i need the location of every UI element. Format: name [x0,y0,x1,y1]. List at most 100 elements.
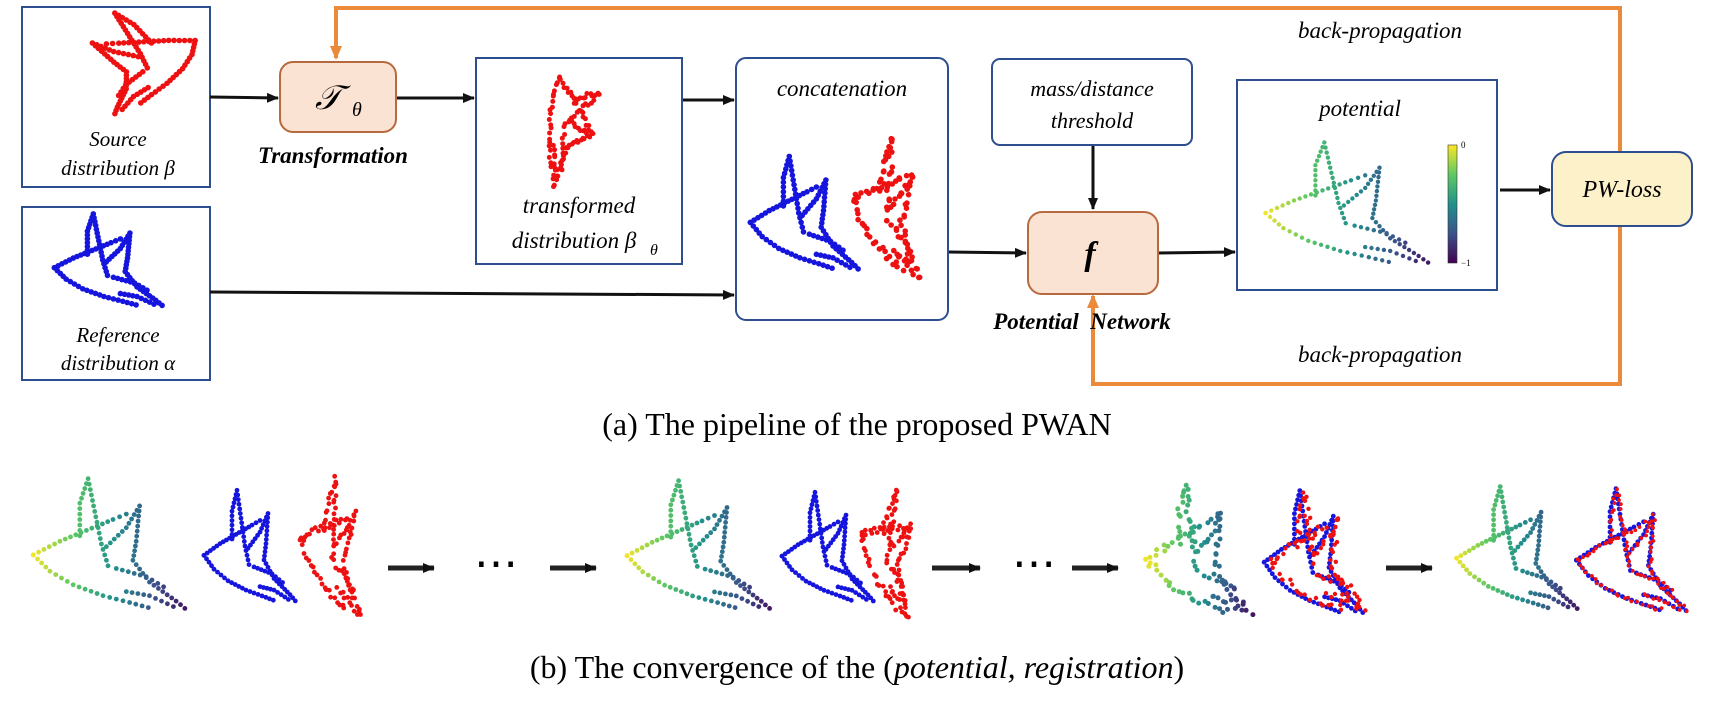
point [1593,577,1598,581]
point [1627,551,1631,556]
point [160,83,166,89]
point [690,548,695,553]
point [239,520,245,526]
point [326,495,331,501]
point [715,600,720,605]
point [1243,607,1249,613]
point [1191,558,1197,564]
threshold-box [991,58,1193,146]
point [1346,594,1351,599]
point [1597,543,1602,548]
point [1662,600,1667,605]
point [79,286,86,292]
point [1303,194,1308,199]
point [1294,502,1299,507]
point [719,513,725,519]
point [1624,540,1629,545]
point [853,199,859,206]
point [807,528,813,534]
point [632,561,638,567]
point [819,535,825,541]
point [349,603,354,608]
point [1507,540,1513,546]
point [907,248,914,255]
point [842,262,849,268]
point [819,216,826,222]
point [843,516,849,522]
point [135,518,141,524]
point [1491,527,1496,533]
point [829,265,835,272]
point [1325,155,1331,160]
point [331,499,337,505]
point [1303,596,1308,601]
point [1217,536,1223,542]
point [229,518,235,523]
point [894,579,900,584]
point [1318,242,1324,247]
point [1239,607,1245,613]
threshold-label-line2: threshold [1051,108,1134,133]
point [1323,145,1328,150]
point [1293,232,1299,237]
point [884,560,890,566]
point [1324,150,1329,155]
point [131,571,137,576]
point [881,531,887,537]
point [1336,200,1341,206]
point [719,571,725,577]
point [893,607,899,613]
point [679,527,685,532]
point [133,601,139,607]
point [810,582,816,588]
transformed-label-line1: transformed [523,193,636,218]
point [1267,214,1273,220]
point [1324,530,1329,535]
point [1295,497,1300,503]
point [829,590,835,596]
point [1206,575,1212,581]
point [333,493,339,499]
point [887,596,893,601]
point [1217,516,1223,522]
point [160,37,167,44]
point [712,526,717,532]
point [800,576,805,581]
point [1491,537,1496,543]
point [336,520,342,526]
point [1648,540,1652,545]
point [722,525,728,530]
point [686,531,692,537]
point [904,241,911,247]
point [1551,596,1557,602]
point [130,557,136,563]
point [1384,231,1389,236]
point [893,227,900,234]
point [1235,603,1241,609]
point [267,596,272,602]
point [145,605,151,610]
point [840,554,845,560]
point [1288,577,1293,582]
point [558,162,564,168]
point [1277,571,1282,577]
point [902,611,908,617]
point [1209,532,1214,538]
point [123,277,129,284]
point [1491,532,1496,538]
point [1616,536,1621,540]
point [176,37,183,44]
point [1553,582,1558,588]
point [884,552,890,558]
point [787,158,793,164]
point [781,170,788,177]
point [700,537,706,543]
point [1479,541,1485,546]
point [104,544,109,550]
point [1263,210,1268,216]
point [750,592,756,598]
point [1178,541,1183,547]
point [836,567,842,573]
point [269,571,275,577]
point [1532,591,1538,597]
